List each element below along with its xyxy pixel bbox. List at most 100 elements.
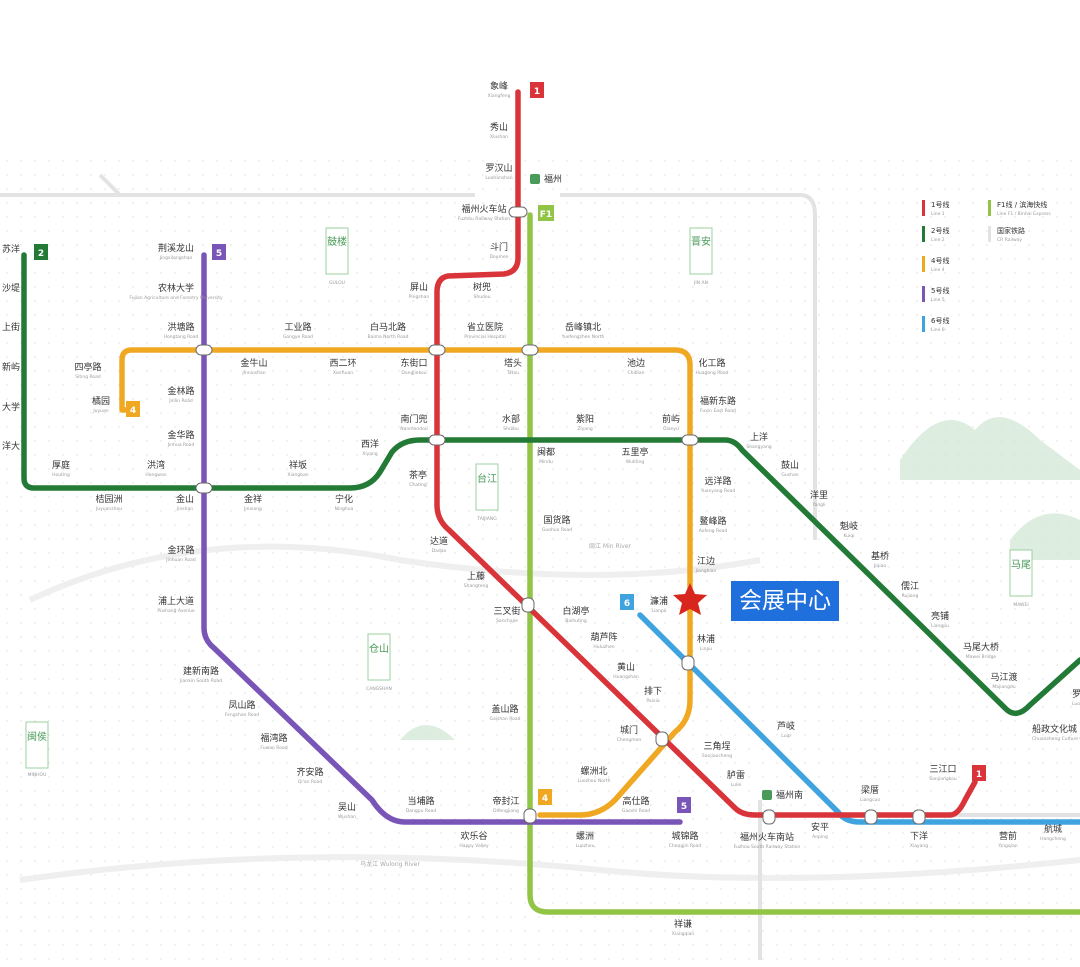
station-label: 福州火车南站	[740, 831, 794, 843]
legend-swatch	[988, 226, 991, 242]
station-label: 白湖亭	[562, 605, 589, 617]
station-sublabel: Fuxin East Road	[700, 408, 736, 414]
svg-text:4: 4	[542, 794, 548, 804]
station-sublabel: Fuwan Road	[260, 745, 287, 751]
station-label: 鳌峰路	[699, 515, 726, 527]
interchange-markers	[195, 206, 926, 825]
station-sublabel: Dangpu Road	[406, 808, 437, 814]
station-label: 城锦路	[671, 830, 698, 842]
station-label: 下洋	[910, 830, 928, 842]
station-label: 亮铺	[931, 610, 949, 622]
station-sublabel: Lulei	[731, 782, 742, 788]
station-label: 基桥	[871, 550, 889, 562]
station-label: 福湾路	[260, 732, 287, 744]
station-sublabel: Xiangfeng	[488, 93, 511, 99]
station-label: 安平	[811, 821, 829, 833]
station-sublabel: Xiangban	[287, 472, 308, 478]
station-sublabel: Huagong Road	[695, 370, 728, 376]
station-sublabel: Sanjiaocheng	[702, 753, 732, 759]
station-label: 齐安路	[296, 766, 323, 778]
station-sublabel: Tatou	[506, 370, 519, 376]
station-label: 宁化	[335, 493, 353, 505]
station-sublabel: Luohanshan	[485, 175, 512, 181]
station-label: 金华路	[167, 429, 194, 441]
legend-sublabel: Line 2	[931, 237, 945, 243]
badge-line-4-south: 4	[538, 789, 552, 805]
station-label: 罗星塔	[1072, 688, 1080, 700]
station-sublabel: Ninghua	[335, 506, 354, 512]
station-label: 象峰	[490, 80, 508, 92]
badge-line-2: 2	[34, 244, 48, 260]
legend-label: 4号线	[931, 256, 949, 265]
station-sublabel: Gushan	[781, 472, 798, 478]
line-4-route	[119, 347, 693, 818]
legend-sublabel: Line F1 / Binhai Express	[997, 211, 1051, 217]
station-sublabel: Huluzhen	[593, 644, 614, 650]
station-label: 魁岐	[840, 520, 858, 532]
station-label: 三角埕	[703, 740, 730, 752]
station-label: 儒江	[901, 580, 919, 592]
station-sublabel: Dadao	[432, 548, 447, 554]
district-mawei-name: 马尾	[1011, 559, 1031, 571]
legend-label: 国家铁路	[997, 226, 1025, 235]
station-sublabel: Lianpu	[651, 608, 666, 614]
station-label: 高仕路	[622, 795, 649, 807]
station-label: 西洋	[361, 438, 379, 450]
station-label: 洪湾	[147, 459, 165, 471]
station-label: 树兜	[473, 281, 491, 293]
station-sublabel: Shudou	[473, 294, 490, 300]
svg-text:6: 6	[624, 599, 630, 609]
station-label: 排下	[644, 685, 662, 697]
svg-text:MAWEI: MAWEI	[1013, 602, 1028, 608]
station-sublabel: Shangteng	[464, 583, 489, 589]
station-label: 鼓山	[781, 459, 799, 471]
station-sublabel: Hongtang Road	[164, 334, 199, 340]
legend-swatch	[922, 256, 925, 272]
station-label: 东街口	[400, 357, 427, 369]
station-sublabel: Jinhuan Road	[165, 557, 196, 563]
station-sublabel: Hongwan	[145, 472, 166, 478]
river-label-wulong: 乌龙江 Wulong River	[360, 860, 420, 868]
river-decorations	[19, 543, 1080, 883]
badge-line-5-north: 5	[212, 244, 226, 260]
badge-line-6: 6	[620, 594, 634, 610]
station-label: 芦岐	[777, 720, 795, 732]
line-5-route	[201, 252, 683, 825]
station-sublabel: Jiqiao	[873, 563, 886, 569]
station-sublabel: Gaishan Road	[489, 716, 520, 722]
station-sublabel: Jiangbian	[695, 568, 717, 574]
legend-label: 6号线	[931, 316, 949, 325]
district-minhou: 闽侯 MINHOU	[25, 721, 49, 778]
station-sublabel: Chengmen	[617, 737, 642, 743]
station-sublabel: Aofeng Road	[699, 528, 728, 534]
svg-text:5: 5	[216, 249, 222, 259]
district-gulou-name-1: 鼓楼	[327, 235, 347, 248]
badge-line-5-south: 5	[677, 797, 691, 813]
district-jinan-name: 晋安	[691, 235, 711, 248]
station-label: 达道	[430, 535, 448, 547]
svg-text:2: 2	[38, 249, 44, 259]
station-sublabel: Yangli	[811, 502, 825, 508]
station-sublabel: Doumen	[489, 254, 508, 260]
station-label: 马尾大桥	[963, 641, 999, 653]
station-label: 盖山路	[491, 703, 518, 715]
station-sublabel: Pingshan	[409, 294, 430, 300]
legend-sublabel: Line 5	[931, 297, 945, 303]
legend-sublabel: Line 4	[931, 267, 945, 273]
district-taijiang: 台江 TAIJIANG	[475, 463, 499, 522]
station-label: 马江渡	[990, 671, 1017, 683]
station-label: 濂浦	[650, 595, 668, 607]
edge-station-fragment: 新屿	[2, 361, 20, 373]
station-label: 闽都	[537, 446, 555, 458]
station-label: 金山	[176, 493, 194, 505]
station-sublabel: Chuanzheng Culture City	[1032, 736, 1080, 742]
station-sublabel: Majiangdu	[992, 684, 1015, 690]
legend-swatch	[922, 286, 925, 302]
station-sublabel: Dongjiekou	[401, 370, 426, 376]
station-sublabel: Wushan	[338, 814, 356, 820]
station-sublabel: Huangshan	[613, 674, 639, 680]
line-f1-route	[527, 212, 1080, 915]
train-icon	[530, 174, 540, 184]
railway-station-icons: 福州 福州南	[530, 173, 803, 801]
